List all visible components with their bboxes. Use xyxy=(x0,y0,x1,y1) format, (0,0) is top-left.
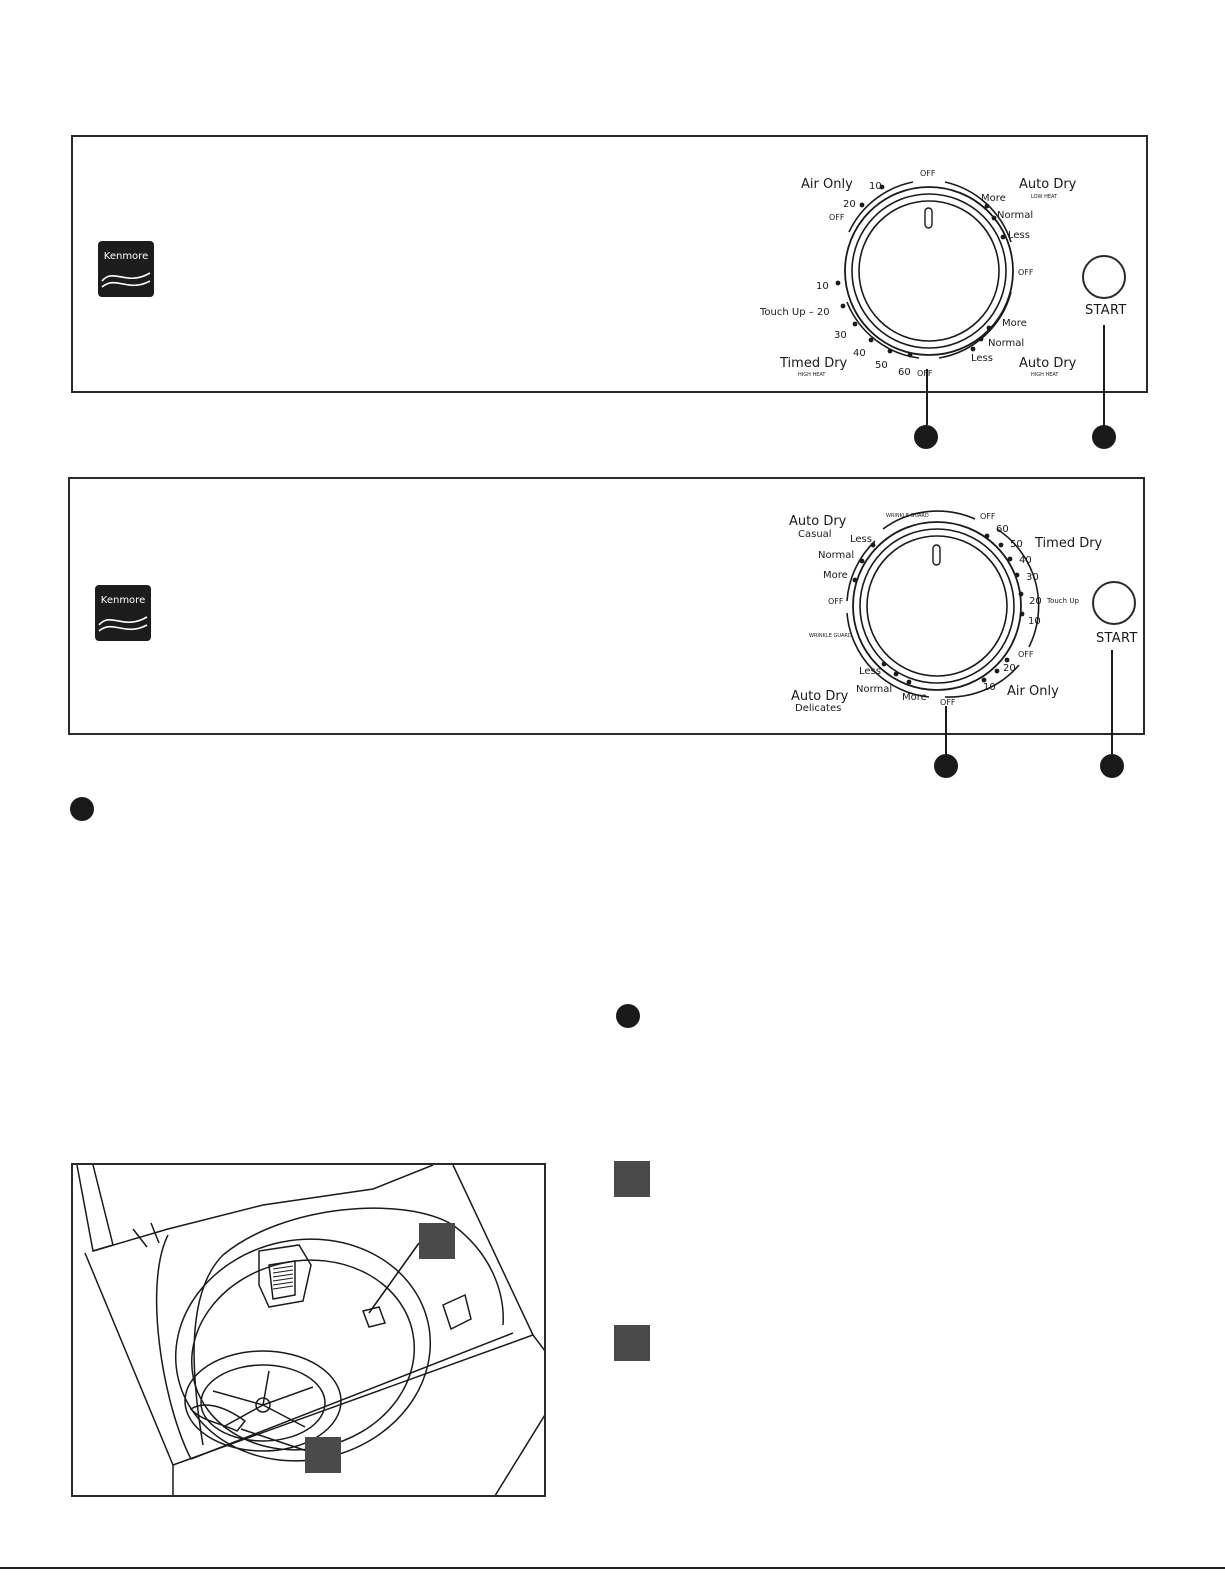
start-label: START xyxy=(1085,303,1127,318)
label-normal-b: Normal xyxy=(988,338,1024,349)
kenmore-logo: Kenmore xyxy=(98,241,154,297)
label-wrinkle-guard-b: WRINKLE GUARD xyxy=(886,513,929,519)
start-label: START xyxy=(1096,631,1138,646)
label-20: 20 xyxy=(843,199,856,210)
label-less-a: Less xyxy=(1008,230,1030,241)
label-more-a: More xyxy=(981,193,1006,204)
callout-square-bottom xyxy=(305,1437,341,1473)
label-30: 30 xyxy=(834,330,847,341)
label-off-bottom: OFF xyxy=(940,698,956,707)
washer-line-art xyxy=(76,1165,544,1495)
label-auto-dry-delicates: Auto Dry xyxy=(791,689,849,704)
cycle-dial-2[interactable]: Auto Dry Casual Less Normal More OFF WRI… xyxy=(785,507,1105,737)
label-delicates: Delicates xyxy=(795,703,841,714)
kenmore-logo: Kenmore xyxy=(95,585,151,641)
label-30: 30 xyxy=(1026,572,1039,583)
section-marker-dot xyxy=(70,797,94,821)
logo-wave-icon xyxy=(101,272,151,288)
step-marker-square xyxy=(614,1161,650,1197)
logo-text: Kenmore xyxy=(103,251,149,262)
start-button[interactable] xyxy=(1092,581,1136,625)
label-off-top: OFF xyxy=(920,169,936,178)
label-touch-up: Touch Up xyxy=(1046,597,1079,605)
label-more-b: More xyxy=(1002,318,1027,329)
label-more-b: More xyxy=(902,692,927,703)
label-auto-dry-high: Auto Dry xyxy=(1019,356,1077,371)
label-off-right: OFF xyxy=(1018,650,1034,659)
callout-dot-dial-2 xyxy=(934,754,958,778)
callout-leader-start-2 xyxy=(1111,650,1113,754)
label-off-bottom: OFF xyxy=(917,369,933,378)
cycle-dial-1[interactable]: Air Only 10 20 OFF OFF Auto Dry LOW HEAT… xyxy=(753,162,1077,392)
label-50: 50 xyxy=(1010,539,1023,550)
label-off-right: OFF xyxy=(1018,268,1034,277)
label-less-a: Less xyxy=(850,534,872,545)
callout-leader-dial-2 xyxy=(945,706,947,754)
section-marker-dot xyxy=(616,1004,640,1028)
label-off-top: OFF xyxy=(980,512,996,521)
callout-dot-start-2 xyxy=(1100,754,1124,778)
label-20-b: 20 xyxy=(1003,663,1016,674)
logo-text: Kenmore xyxy=(100,595,146,606)
callout-leader-start-1 xyxy=(1103,325,1105,425)
label-wrinkle-guard-a: WRINKLE GUARD xyxy=(809,633,852,639)
washer-tub-illustration xyxy=(71,1163,546,1497)
label-less-b: Less xyxy=(859,666,881,677)
label-60: 60 xyxy=(996,524,1009,535)
label-50: 50 xyxy=(875,360,888,371)
label-timed-dry: Timed Dry xyxy=(779,356,848,371)
label-air-only: Air Only xyxy=(1007,684,1059,699)
label-high-heat-b: HIGH HEAT xyxy=(798,372,826,378)
label-normal-b: Normal xyxy=(856,684,892,695)
control-panel-2: Kenmore Auto Dry Casual Less Normal More… xyxy=(68,477,1145,735)
label-auto-dry-casual: Auto Dry xyxy=(789,514,847,529)
callout-dot-dial-1 xyxy=(914,425,938,449)
label-air-only: Air Only xyxy=(801,177,853,192)
label-normal-a: Normal xyxy=(997,210,1033,221)
label-touch-up-20: Touch Up – 20 xyxy=(759,307,830,318)
label-10-b: 10 xyxy=(816,281,829,292)
start-button[interactable] xyxy=(1082,255,1126,299)
label-20: 20 xyxy=(1029,596,1042,607)
label-less-b: Less xyxy=(971,353,993,364)
label-off-a: OFF xyxy=(829,213,845,222)
label-10: 10 xyxy=(869,181,882,192)
page-bottom-rule xyxy=(0,1567,1225,1569)
label-auto-dry-low: Auto Dry xyxy=(1019,177,1077,192)
control-panel-1: Kenmore Air Only 10 20 OFF OFF Auto Dry … xyxy=(71,135,1148,393)
label-more-a: More xyxy=(823,570,848,581)
label-low-heat: LOW HEAT xyxy=(1031,194,1058,200)
callout-leader-dial-1 xyxy=(926,369,928,425)
step-marker-square xyxy=(614,1325,650,1361)
label-normal-a: Normal xyxy=(818,550,854,561)
label-40: 40 xyxy=(853,348,866,359)
callout-square-dispenser xyxy=(419,1223,455,1259)
label-off-left: OFF xyxy=(828,597,844,606)
callout-dot-start-1 xyxy=(1092,425,1116,449)
label-timed-dry: Timed Dry xyxy=(1034,536,1103,551)
label-casual: Casual xyxy=(798,529,832,540)
label-10: 10 xyxy=(1028,616,1041,627)
logo-wave-icon xyxy=(98,616,148,632)
label-10-b: 10 xyxy=(983,682,996,693)
label-60: 60 xyxy=(898,367,911,378)
label-40: 40 xyxy=(1019,555,1032,566)
label-high-heat-a: HIGH HEAT xyxy=(1031,372,1059,378)
